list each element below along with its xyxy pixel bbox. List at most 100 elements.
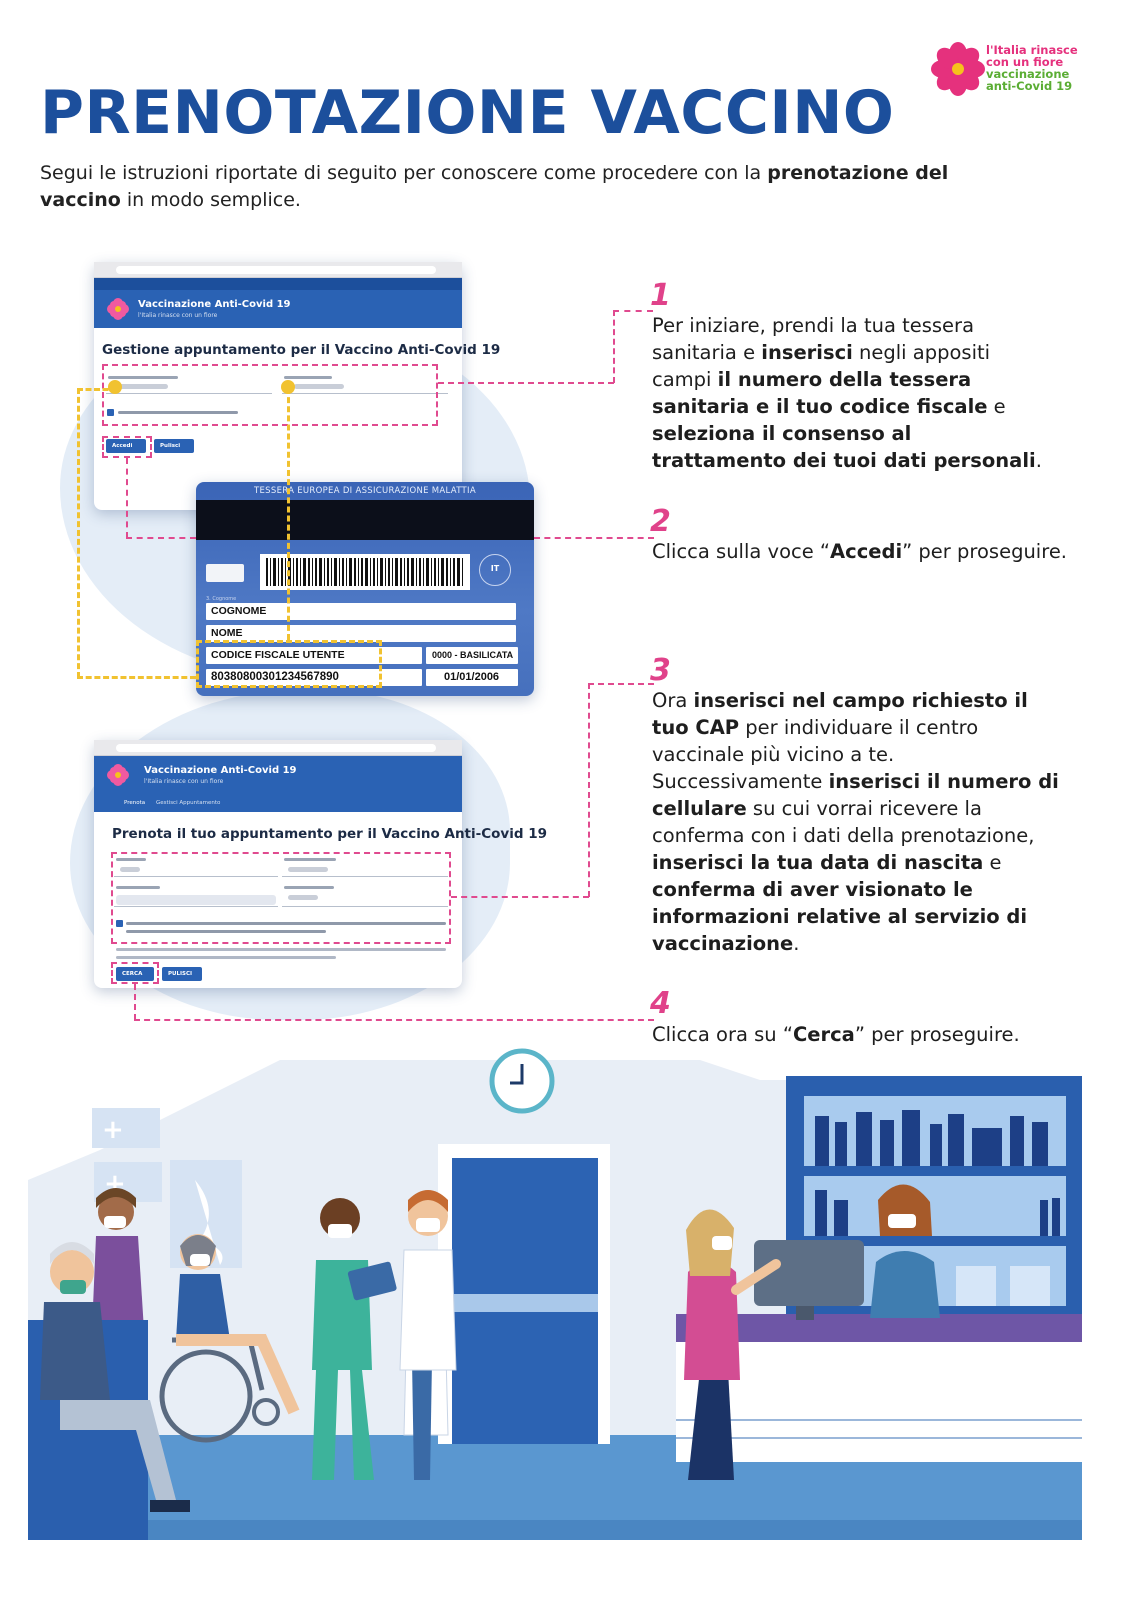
svg-text:+: +	[102, 1115, 124, 1145]
tab-prenota[interactable]: Prenota	[124, 800, 146, 806]
form-fields-highlight-box	[111, 852, 451, 944]
connector-1-h	[438, 382, 614, 384]
cerca-button[interactable]: CERCA	[116, 967, 154, 981]
connector-2-h-left	[126, 537, 196, 539]
step-2-text: Clicca sulla voce “Accedi” per proseguir…	[652, 538, 1072, 565]
cerca-highlight-box	[111, 962, 159, 984]
step-3-text: Ora inserisci nel campo richiesto il tuo…	[652, 687, 1062, 957]
card-number: 80380800301234567890	[206, 669, 422, 686]
address-bar	[116, 266, 436, 274]
tessera-field-value	[118, 384, 168, 389]
connector-1-top	[613, 310, 653, 312]
card-surname-label: COGNOME	[211, 605, 267, 617]
step-1-part-3: il numero della tessera sanitaria e il t…	[652, 368, 988, 418]
note-text-1	[116, 948, 446, 951]
cf-field-label	[284, 376, 332, 379]
accedi-button[interactable]: Accedi	[106, 439, 146, 453]
logo-line-3: vaccinazione	[986, 67, 1070, 81]
connector-2-h-right	[534, 537, 654, 539]
cf2-value	[116, 895, 276, 905]
codice-fiscale-input[interactable]	[282, 393, 448, 394]
tab-gestisci[interactable]: Gestisci Appuntamento	[156, 800, 221, 806]
site-title: Vaccinazione Anti-Covid 19	[144, 765, 297, 776]
privacy-checkbox[interactable]	[107, 409, 114, 416]
login-heading: Gestione appuntamento per il Vaccino Ant…	[102, 342, 501, 358]
cf-field-value	[294, 384, 344, 389]
yellow-connector-vertical-1	[77, 388, 80, 678]
step-3-part-1: inserisci nel campo richiesto il tuo CAP	[652, 689, 1028, 739]
card-fiscal-code-row: CODICE FISCALE UTENTE	[206, 647, 422, 664]
step-1-number: 1	[650, 278, 671, 313]
step-3-part-5: inserisci la tua data di nascita	[652, 851, 984, 874]
logo-line-2: con un fiore	[986, 55, 1064, 69]
birthdate-value	[288, 895, 318, 900]
intro-text: Segui le istruzioni riportate di seguito…	[40, 162, 949, 211]
confirm-text-1	[126, 922, 446, 925]
connector-3-v	[588, 683, 590, 897]
info-confirm-checkbox[interactable]	[116, 920, 123, 927]
birthdate-input[interactable]	[282, 906, 448, 907]
pulisci-button-2[interactable]: PULISCI	[162, 967, 202, 981]
campaign-logo: l'Italia rinasce con un fiore vaccinazio…	[930, 40, 1080, 100]
tessera-field-label	[108, 376, 178, 379]
step-1-part-2: negli appositi campi	[652, 341, 991, 391]
privacy-text	[118, 411, 238, 414]
site-subtitle: l'Italia rinasce con un fiore	[138, 312, 218, 319]
eu-stars-icon: IT	[479, 554, 511, 586]
logo-line-1: l'Italia rinasce	[986, 43, 1078, 57]
step-1-text: Per iniziare, prendi la tua tessera sani…	[652, 312, 1052, 474]
barcode-icon	[260, 554, 470, 590]
accedi-highlight-box	[102, 436, 152, 458]
connector-1-v	[613, 310, 615, 383]
birthdate-label	[284, 886, 334, 889]
step-4-number: 4	[650, 986, 671, 1021]
step-3-part-0: Ora	[652, 689, 694, 712]
pulisci-button[interactable]: Pulisci	[154, 439, 194, 453]
step-3-part-8: .	[793, 932, 800, 955]
yellow-connector-bottom	[77, 676, 196, 679]
card-highlight-box	[196, 640, 382, 688]
step-4-part-2: ” per proseguire.	[854, 1023, 1020, 1046]
booking-heading: Prenota il tuo appuntamento per il Vacci…	[112, 826, 548, 842]
site-header: Vaccinazione Anti-Covid 19 l'Italia rina…	[94, 756, 462, 812]
step-2-part-0: Clicca sulla voce “	[652, 540, 831, 563]
step-1-part-1: inserisci	[761, 341, 853, 364]
site-title: Vaccinazione Anti-Covid 19	[138, 299, 291, 310]
step-4-part-0: Clicca ora su “	[652, 1023, 793, 1046]
step-2-part-1: Accedi	[830, 540, 903, 563]
card-expiry: 01/01/2006	[426, 669, 518, 686]
flower-logo-icon	[931, 42, 985, 96]
phone-input[interactable]	[282, 876, 448, 877]
cf2-input[interactable]	[114, 906, 278, 907]
card-header: TESSERA EUROPEA DI ASSICURAZIONE MALATTI…	[254, 486, 476, 496]
step-3-number: 3	[650, 653, 671, 688]
card-small-label-1: 3. Cognome	[206, 596, 237, 602]
site-subtitle: l'Italia rinasce con un fiore	[144, 778, 224, 785]
magnetic-stripe	[196, 500, 534, 540]
step-1-part-5: seleziona il consenso al trattamento dei…	[652, 422, 1036, 472]
step-2-number: 2	[650, 504, 671, 539]
step-1-part-0: Per iniziare, prendi la tua tessera sani…	[652, 314, 975, 364]
booking-login-browser: Vaccinazione Anti-Covid 19 l'Italia rina…	[94, 262, 500, 510]
site-nav-bar	[94, 278, 462, 290]
tessera-input[interactable]	[106, 393, 272, 394]
flower-icon	[107, 298, 129, 320]
connector-4-h	[134, 1019, 654, 1021]
card-name-row: NOME	[206, 625, 516, 642]
step-1-part-4: e	[987, 395, 1006, 418]
browser-titlebar	[94, 262, 462, 278]
browser-titlebar	[94, 740, 462, 756]
fields-highlight-box	[102, 364, 438, 426]
booking-form-browser: Vaccinazione Anti-Covid 19 l'Italia rina…	[94, 740, 547, 988]
vaccination-center-illustration: + +	[28, 1048, 1082, 1540]
step-4-part-1: Cerca	[792, 1023, 855, 1046]
cap-input[interactable]	[114, 876, 278, 877]
step-2-part-2: ” per proseguire.	[902, 540, 1068, 563]
connector-3-top	[588, 683, 654, 685]
card-chip	[206, 564, 244, 582]
connector-2-v	[126, 458, 128, 538]
yellow-dot-2	[281, 380, 295, 394]
step-3-part-6: e	[983, 851, 1002, 874]
card-name-label: NOME	[211, 627, 243, 639]
yellow-connector-vertical-2	[287, 388, 290, 640]
